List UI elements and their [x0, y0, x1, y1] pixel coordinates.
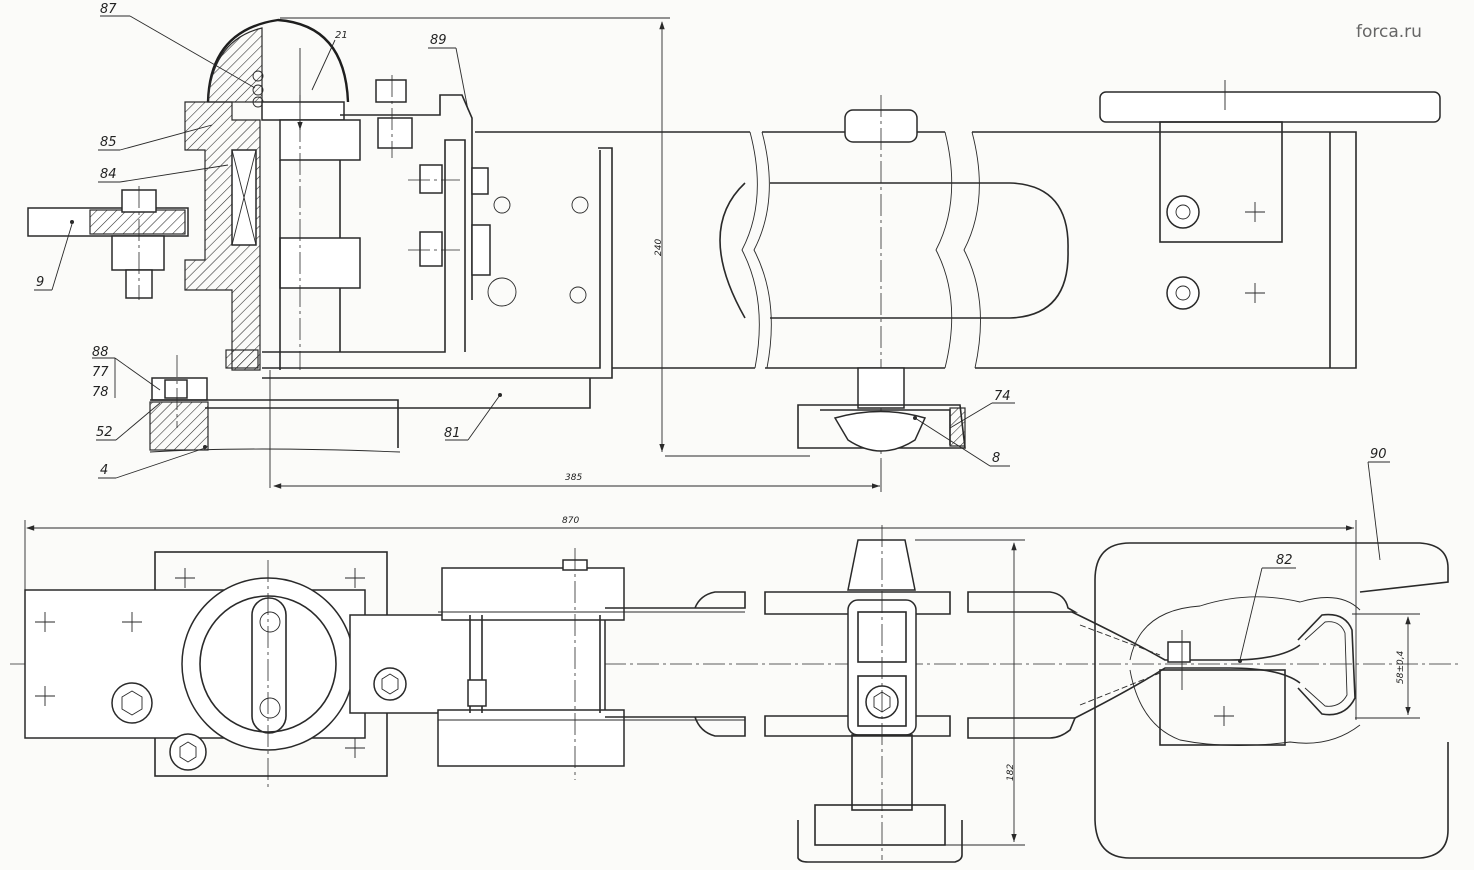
carriage-top: [847, 539, 916, 591]
yoke-bolt: [373, 667, 407, 701]
fork-loop: [1297, 613, 1356, 716]
rail-bottom-left: [605, 716, 746, 737]
rivet-1: [493, 196, 511, 214]
broken-edge-bottom: [1129, 669, 1361, 747]
callout-8: 8: [992, 451, 1000, 466]
rail-top-mid: [764, 591, 951, 615]
break-line-1: [741, 131, 760, 369]
callout-87: 87: [100, 2, 117, 17]
callout-84: 84: [100, 167, 117, 182]
plan-view: [10, 525, 1460, 863]
dome-cap: [206, 18, 350, 103]
base-plate-81: [150, 399, 399, 448]
callout-78: 78: [92, 385, 109, 400]
bracket-bolt-nut: [377, 117, 413, 149]
callout-88: 88: [92, 345, 109, 360]
rail-top-left: [605, 591, 746, 609]
rotor-top-plate: [261, 101, 345, 121]
bracket-bolt-a: [1166, 195, 1200, 229]
arm-right-section: [972, 131, 1357, 369]
dim-182: 182: [1006, 764, 1016, 781]
roller-cup-74: [797, 404, 966, 449]
rivet-2: [571, 196, 589, 214]
ball-87a: [252, 70, 264, 82]
plan-view-callouts: 90 82: [1238, 447, 1390, 663]
mount-plate-90: [1094, 542, 1449, 593]
support-4: [149, 401, 209, 451]
callout-4: 4: [100, 463, 108, 478]
bracket-bolt-b: [1166, 276, 1200, 310]
mount-bracket: [1159, 121, 1283, 243]
callout-89: 89: [430, 33, 447, 48]
side-view: [27, 18, 1441, 488]
frame-bolt-2: [419, 231, 443, 267]
upper-clamp-block: [441, 567, 625, 621]
bracket-89: [340, 94, 473, 300]
watermark-text: forca.ru: [1356, 22, 1422, 42]
foot-cup: [797, 820, 963, 863]
callout-85: 85: [100, 135, 117, 150]
roller-ball-8: [833, 410, 927, 452]
hex-bolt-1: [111, 682, 153, 724]
rotor-lower-block: [279, 237, 361, 289]
rail-top-right: [967, 591, 1079, 613]
shaft-hub-section: [89, 209, 186, 235]
fork-lower: [1074, 667, 1301, 719]
roller-stem: [857, 367, 905, 409]
frame-bolt-1: [419, 164, 443, 194]
rail-bottom-right: [967, 717, 1077, 739]
pivot-circle: [487, 277, 517, 307]
oval-right: [770, 182, 1069, 319]
hex-bolt-2: [169, 733, 207, 771]
housing-foot: [225, 349, 259, 369]
plan-view-dimensions: 870 182 58±0,4: [24, 516, 1420, 846]
callout-74: 74: [994, 389, 1011, 404]
callout-52: 52: [96, 425, 113, 440]
rotor-bolt-bottom: [259, 697, 281, 719]
callout-21: 21: [335, 30, 348, 41]
broken-edge-top: [1129, 596, 1361, 661]
dome-cap-section: [207, 27, 263, 103]
rotor-slot: [251, 597, 287, 734]
dim-58: 58±0,4: [1396, 650, 1406, 684]
side-view-dimensions: 240 385: [273, 17, 882, 492]
ball-87b: [252, 84, 264, 96]
callout-81: 81: [444, 426, 461, 441]
fork-upper: [1071, 611, 1301, 661]
mount-block: [1159, 669, 1286, 746]
frame-outer: [262, 150, 601, 369]
frame-inner: [262, 139, 466, 353]
callout-90: 90: [1370, 447, 1387, 462]
callout-9: 9: [36, 275, 44, 290]
side-view-callouts: 87 21 89 85 84 9 88 77 78 52 4 81 74: [34, 2, 1015, 479]
shaft-nut: [111, 235, 165, 271]
carriage-foot: [814, 804, 946, 846]
callout-82: 82: [1276, 553, 1293, 568]
frame-nut-1: [471, 167, 489, 195]
frame-nut-2: [471, 224, 491, 276]
bracket-bolt-head: [375, 79, 407, 103]
top-right-plate: [1099, 91, 1441, 123]
oval-left: [719, 182, 746, 319]
dim-870: 870: [562, 516, 579, 526]
dim-240: 240: [654, 239, 664, 256]
rotor-bolt-top: [259, 611, 281, 633]
callout-77: 77: [92, 365, 109, 380]
lower-clamp-block: [437, 709, 625, 767]
break-line-2: [935, 131, 953, 369]
rivet-3: [569, 286, 587, 304]
dim-385: 385: [565, 473, 582, 483]
rotor-upper-block: [279, 119, 361, 161]
